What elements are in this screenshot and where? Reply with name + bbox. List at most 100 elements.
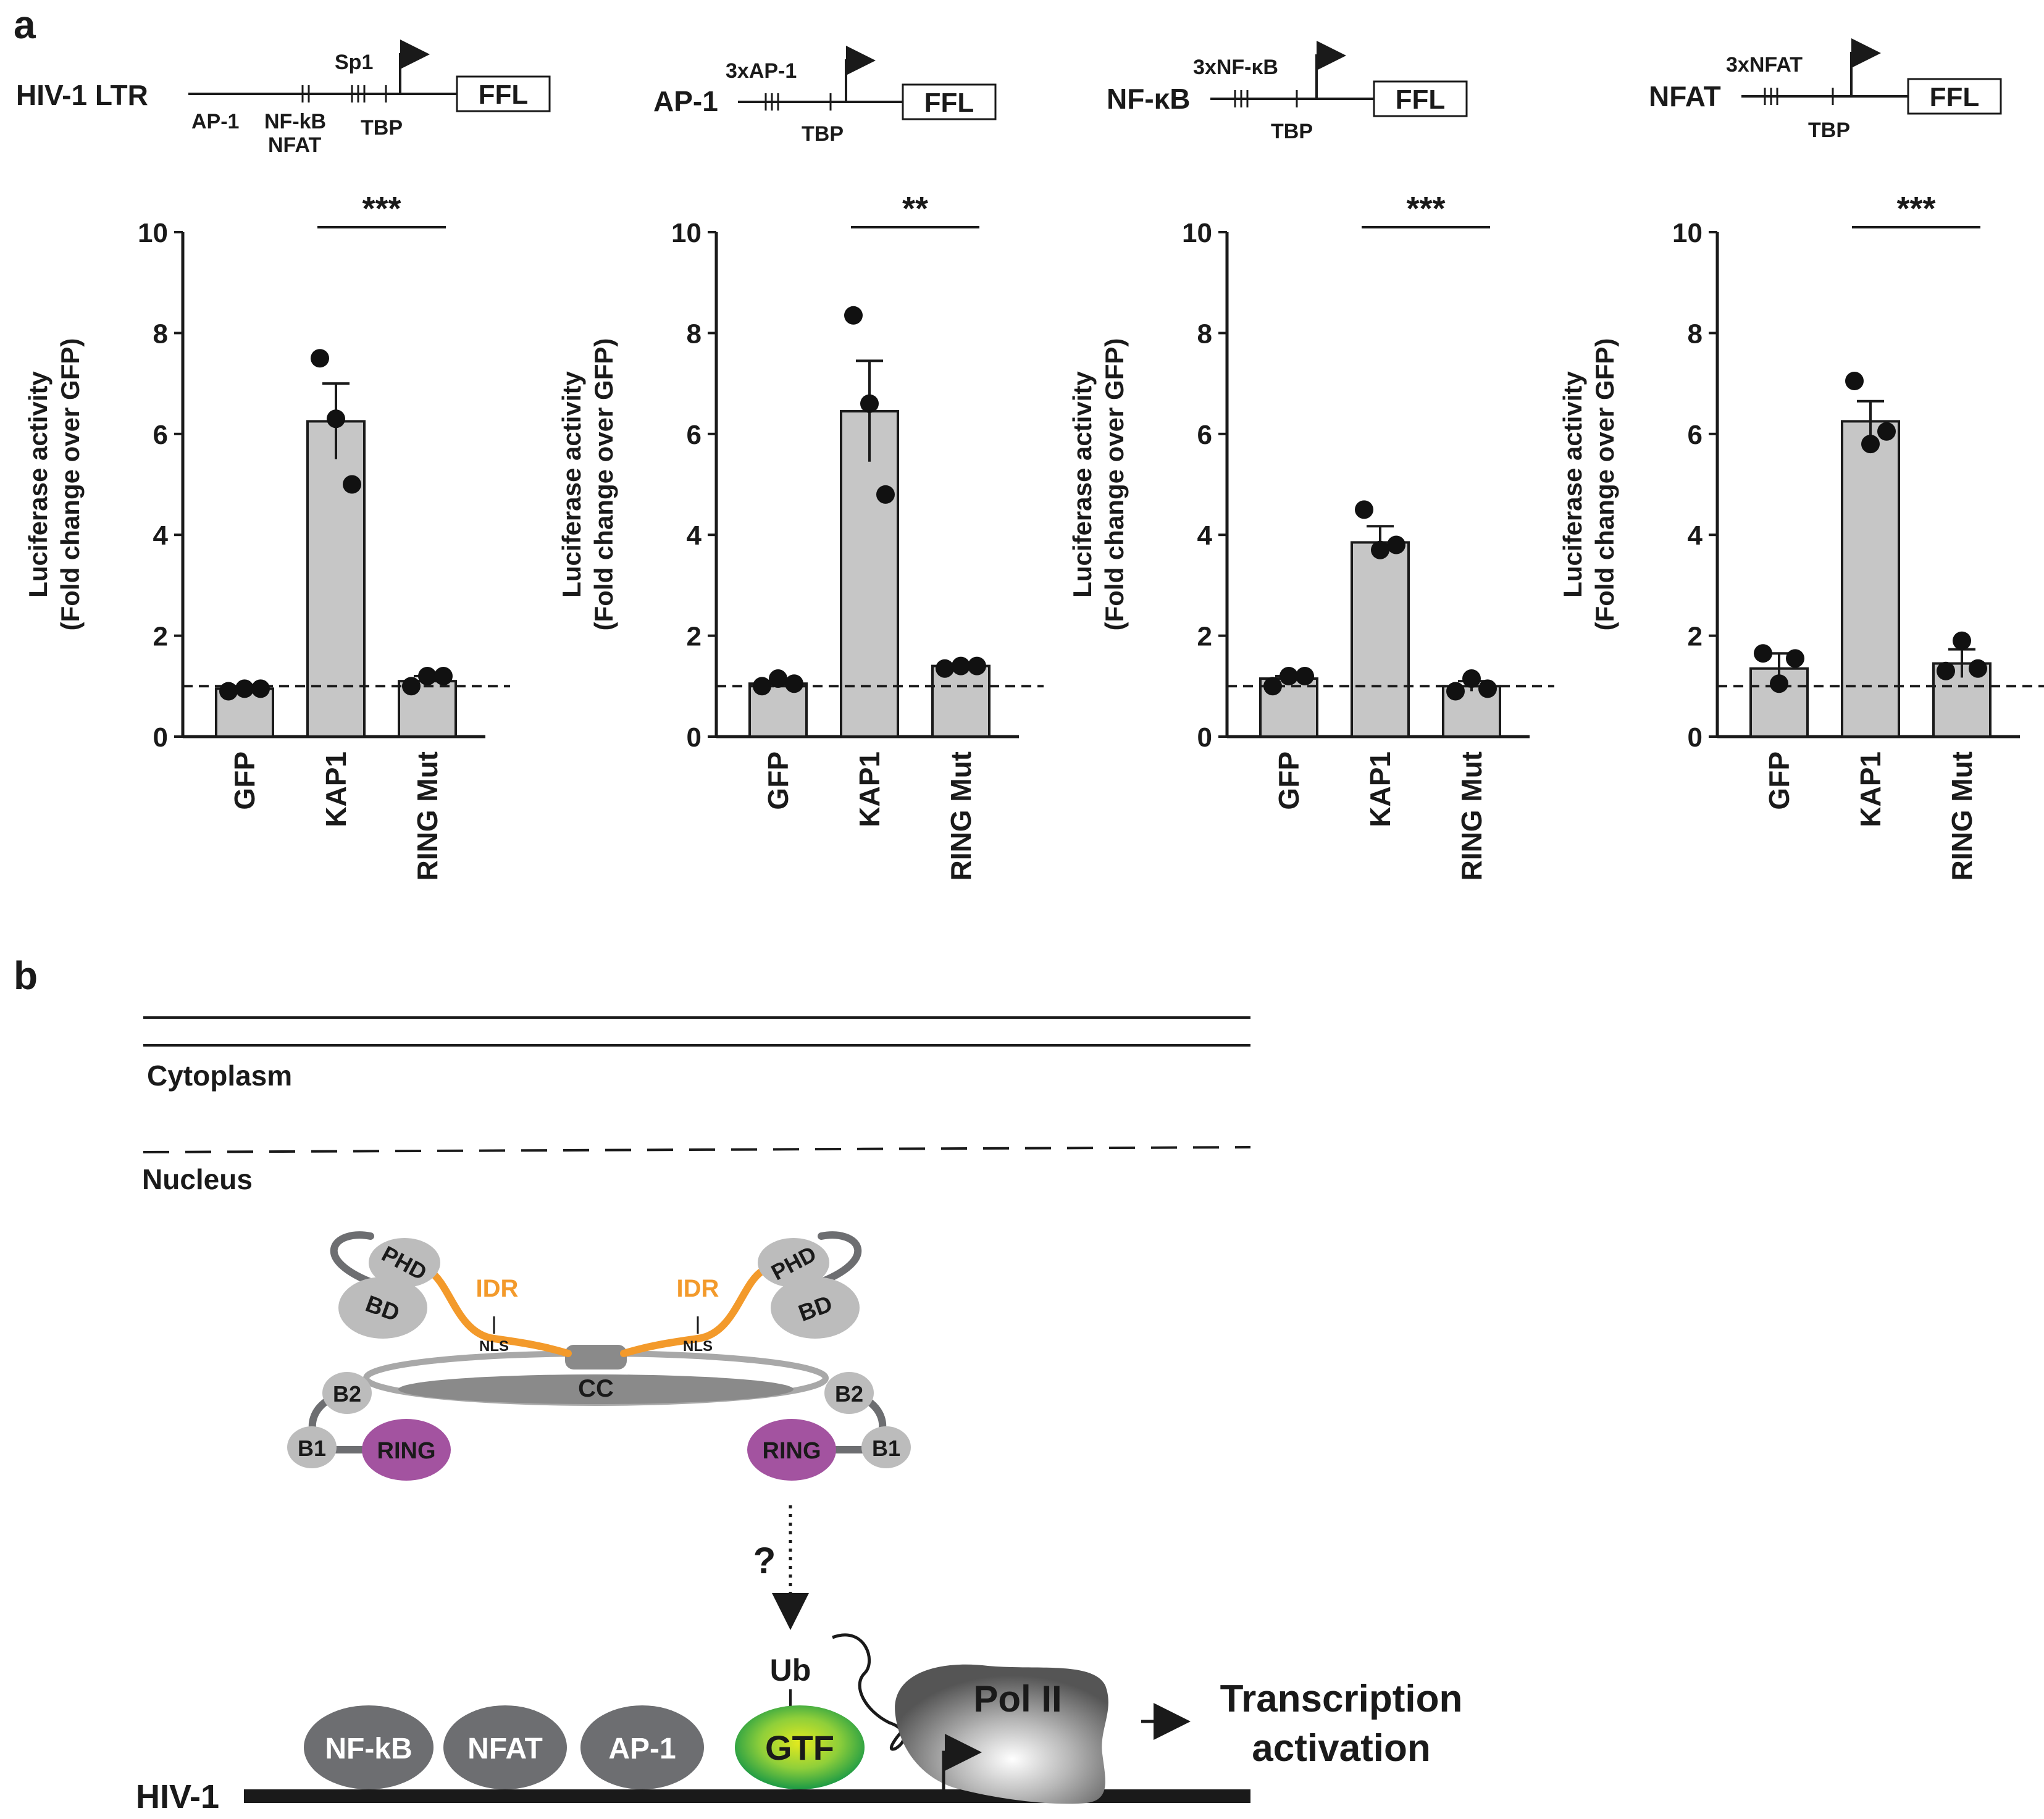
category-label: GFP: [762, 751, 794, 810]
site-label: 3xNFAT: [1726, 53, 1803, 77]
data-point: [844, 306, 863, 325]
factor-ap1: [580, 1705, 704, 1789]
factor-label: NFAT: [467, 1733, 543, 1765]
b2-label: B2: [835, 1381, 863, 1407]
data-point: [936, 659, 954, 678]
y-tick-label: 2: [153, 622, 168, 652]
data-point: [1845, 372, 1864, 391]
y-axis-label: Luciferase activity: [23, 371, 52, 598]
coiled-coil-core: [398, 1374, 794, 1404]
data-point: [1478, 679, 1497, 698]
idr-label: IDR: [476, 1275, 519, 1302]
site-label: AP-1: [191, 110, 239, 133]
category-label: GFP: [1273, 751, 1305, 810]
data-point: [1371, 540, 1389, 559]
reporter-label: FFL: [479, 80, 529, 110]
y-axis-label: Luciferase activity: [557, 371, 586, 598]
ffl-box: [456, 75, 551, 112]
y-tick-label: 0: [1688, 722, 1703, 753]
factor-label: NF-kB: [325, 1733, 412, 1765]
promoter-hiv1-ltr: HIV-1 LTR FFL AP-1 NF-kB NFAT Sp1 TBP: [16, 40, 551, 157]
data-point: [1937, 661, 1955, 680]
nucleus-label: Nucleus: [142, 1163, 253, 1195]
category-label: GFP: [228, 751, 261, 810]
site-label: TBP: [802, 122, 844, 146]
y-tick-label: 8: [1197, 319, 1212, 349]
site-label: 3xNF-κB: [1193, 56, 1278, 79]
category-label: RING Mut: [1456, 751, 1488, 881]
data-point: [343, 475, 361, 494]
cc-label: CC: [578, 1375, 614, 1402]
gtf: [735, 1705, 865, 1789]
ring-domain-left: [362, 1419, 451, 1481]
data-point: [251, 679, 270, 698]
data-point: [1786, 649, 1804, 668]
site-label: TBP: [1808, 119, 1850, 142]
ffl-box: [1907, 78, 2002, 115]
site-label: TBP: [1271, 120, 1313, 143]
site-label: TBP: [361, 116, 403, 140]
y-tick-label: 4: [1688, 521, 1703, 551]
kap1-dimer: CC BD PHD IDR NLS B2 B1 RING BD: [287, 1231, 911, 1481]
ub-chain: [832, 1633, 914, 1751]
y-tick-label: 10: [1182, 218, 1212, 248]
tss-arrow-icon: [942, 1734, 982, 1789]
outcome-line2: activation: [1252, 1727, 1430, 1770]
y-tick-label: 4: [687, 521, 702, 551]
data-point: [860, 394, 879, 413]
data-point: [1754, 644, 1772, 663]
category-label: KAP1: [320, 751, 352, 827]
factor-label: AP-1: [608, 1733, 676, 1765]
ub-label: Ub: [770, 1653, 811, 1687]
b1-domain-left: [287, 1426, 337, 1468]
significance-label: ***: [1406, 190, 1445, 227]
ffl-box: [902, 83, 997, 120]
ring-label: RING: [377, 1438, 436, 1464]
promoter-name: NFAT: [1649, 80, 1721, 112]
data-point: [952, 656, 970, 675]
y-tick-label: 6: [1688, 420, 1703, 450]
tss-arrow-icon: [1315, 41, 1346, 99]
nls-label: NLS: [479, 1338, 509, 1355]
ring-domain-right: [747, 1419, 836, 1481]
y-axis-label: (Fold change over GFP): [1590, 338, 1619, 631]
idr-left: [425, 1267, 572, 1357]
bd-domain-left: [338, 1277, 427, 1339]
phd-domain-right: [758, 1238, 829, 1287]
data-point: [769, 669, 787, 688]
data-point: [1462, 669, 1481, 688]
category-label: KAP1: [1854, 751, 1887, 827]
category-label: KAP1: [1364, 751, 1396, 827]
bar: [840, 410, 899, 738]
promoter-ap1: AP-1 FFL 3xAP-1 TBP: [653, 46, 997, 146]
nuclear-envelope: [143, 1146, 1251, 1153]
y-axis-label: Luciferase activity: [1068, 371, 1097, 598]
phd-domain-left: [369, 1238, 440, 1287]
ffl-box: [1373, 80, 1468, 117]
y-tick-label: 4: [153, 521, 169, 551]
b2-domain-left: [322, 1372, 372, 1414]
bar: [306, 420, 366, 738]
site-label: NF-kB: [264, 110, 326, 133]
y-tick-label: 2: [1688, 622, 1703, 652]
y-tick-label: 10: [138, 218, 168, 248]
y-tick-label: 0: [1197, 722, 1212, 753]
promoter-name: AP-1: [653, 85, 718, 117]
data-point: [968, 656, 986, 675]
b1-domain-right: [861, 1426, 911, 1468]
y-tick-label: 0: [687, 722, 702, 753]
data-point: [876, 485, 895, 504]
question-mark: ?: [753, 1540, 776, 1581]
linker-left: [330, 1231, 380, 1288]
panel-b-label: b: [14, 953, 38, 998]
tss-arrow-icon: [399, 40, 430, 94]
panel-a-label: a: [14, 2, 36, 47]
y-tick-label: 6: [687, 420, 702, 450]
data-point: [311, 349, 329, 368]
pol2-label: Pol II: [973, 1678, 1062, 1720]
